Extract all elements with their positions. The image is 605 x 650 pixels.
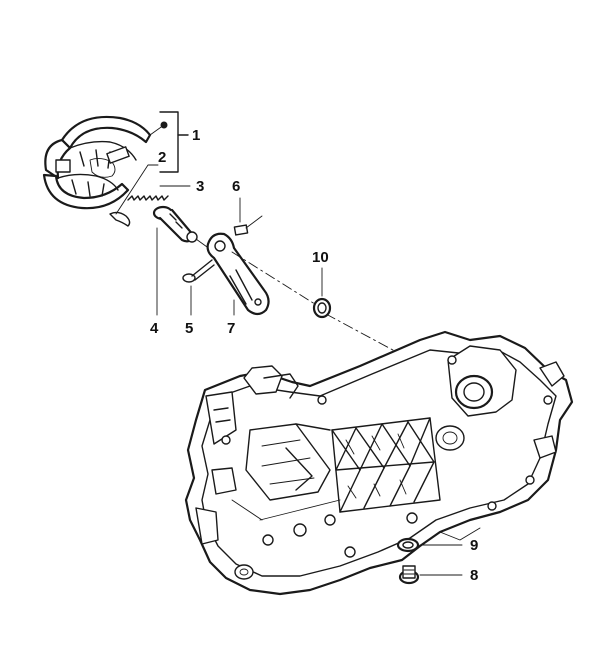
brake-cam-part-4 — [152, 205, 215, 316]
crankcase-ribbing — [331, 417, 441, 513]
bolt-part-5 — [182, 259, 215, 316]
crankcase — [184, 330, 574, 596]
spring-part-3 — [127, 185, 191, 201]
clip-part-2 — [109, 164, 159, 227]
brake-arm-part-7 — [206, 232, 270, 316]
washer-part-9 — [396, 537, 463, 553]
label-part-4: 4 — [150, 320, 159, 337]
label-part-3: 3 — [196, 178, 204, 195]
pin-part-6 — [233, 197, 263, 236]
label-part-9: 9 — [470, 537, 478, 554]
label-part-6: 6 — [232, 178, 240, 195]
label-part-1: 1 — [192, 127, 200, 144]
label-part-8: 8 — [470, 567, 478, 584]
bracket-part-1 — [159, 111, 189, 173]
label-part-2: 2 — [158, 149, 166, 166]
seal-part-10 — [312, 267, 332, 319]
brake-shoes — [42, 115, 168, 210]
label-part-7: 7 — [227, 320, 235, 337]
drain-bolt-part-8 — [398, 565, 463, 585]
label-part-10: 10 — [312, 249, 329, 266]
label-part-5: 5 — [185, 320, 193, 337]
